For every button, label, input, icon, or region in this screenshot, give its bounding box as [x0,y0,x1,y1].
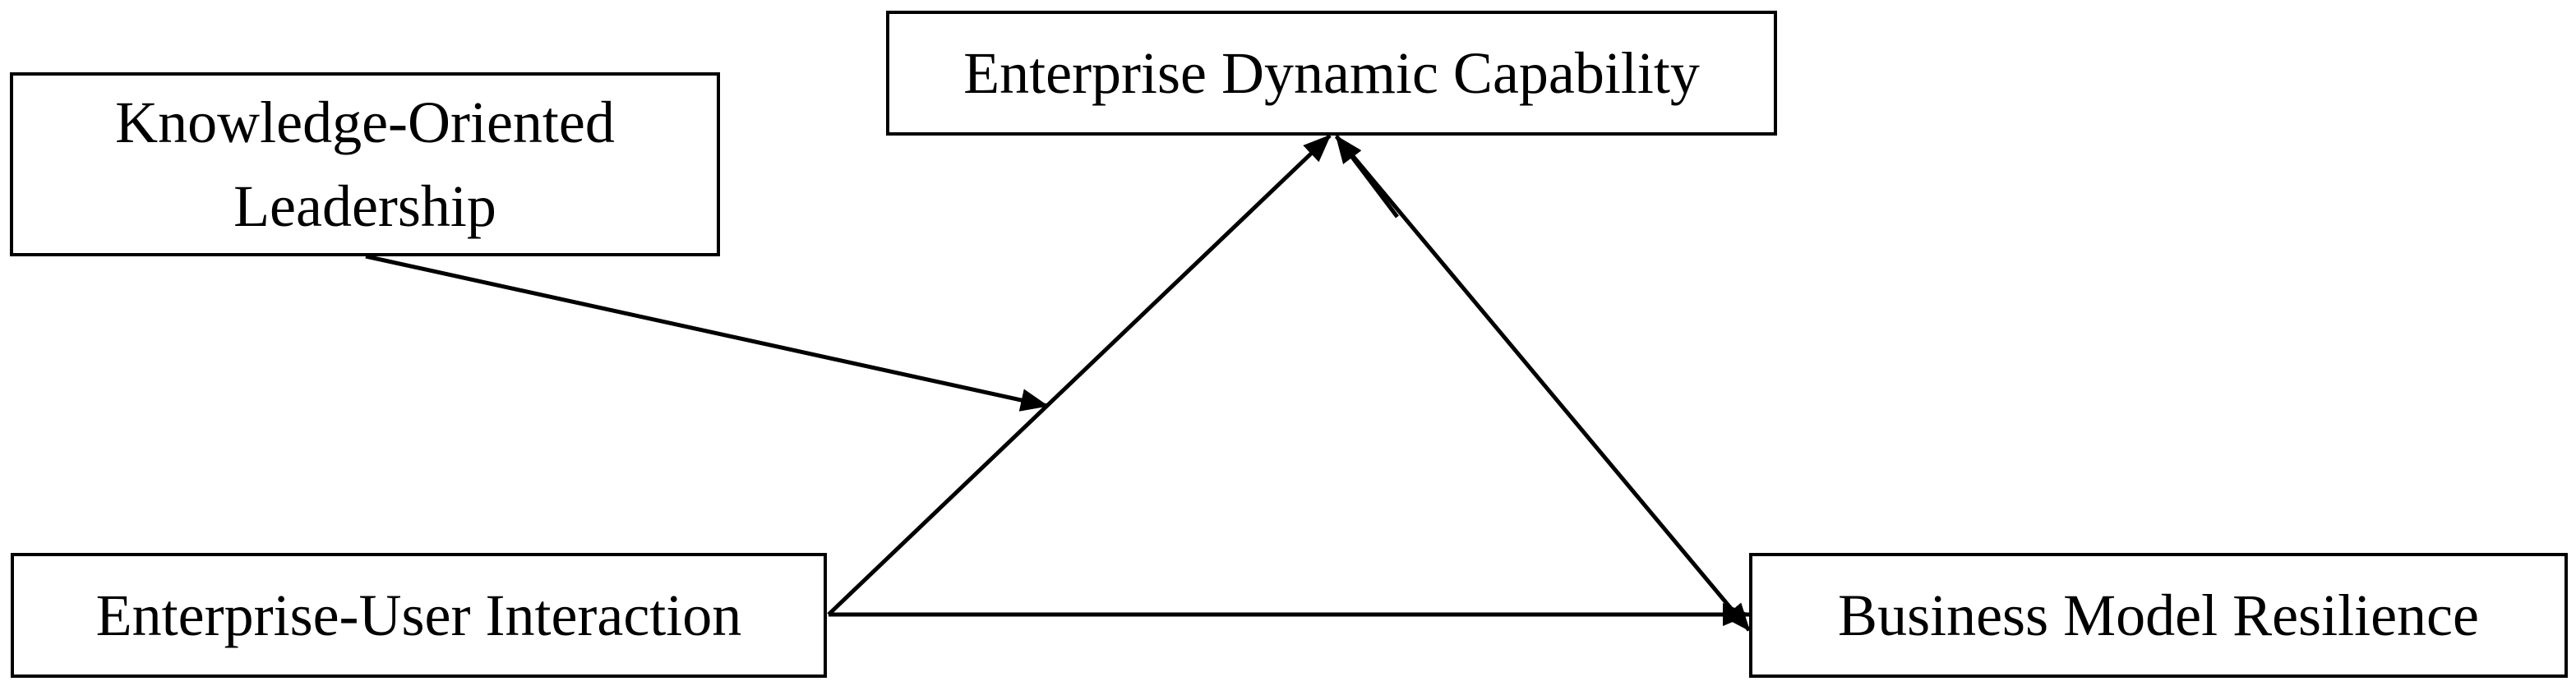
enterprise-user-interaction-label: Enterprise-User Interaction [95,582,742,648]
knowledge-oriented-leadership-box: Knowledge-Oriented Leadership [10,72,720,256]
enterprise-user-interaction-box: Enterprise-User Interaction [11,553,827,678]
knowledge-oriented-leadership-label: Knowledge-Oriented Leadership [115,90,615,239]
arrow-interaction-to-capability [827,134,1332,616]
business-model-resilience-box: Business Model Resilience [1749,553,2568,678]
enterprise-dynamic-capability-label: Enterprise Dynamic Capability [963,40,1700,106]
business-model-resilience-label: Business Model Resilience [1838,582,2479,648]
arrow-head-at-capability [1335,135,1399,219]
arrow-leadership-moderation [365,254,1049,412]
enterprise-dynamic-capability-box: Enterprise Dynamic Capability [886,11,1777,136]
arrow-capability-to-resilience [1335,135,1751,632]
